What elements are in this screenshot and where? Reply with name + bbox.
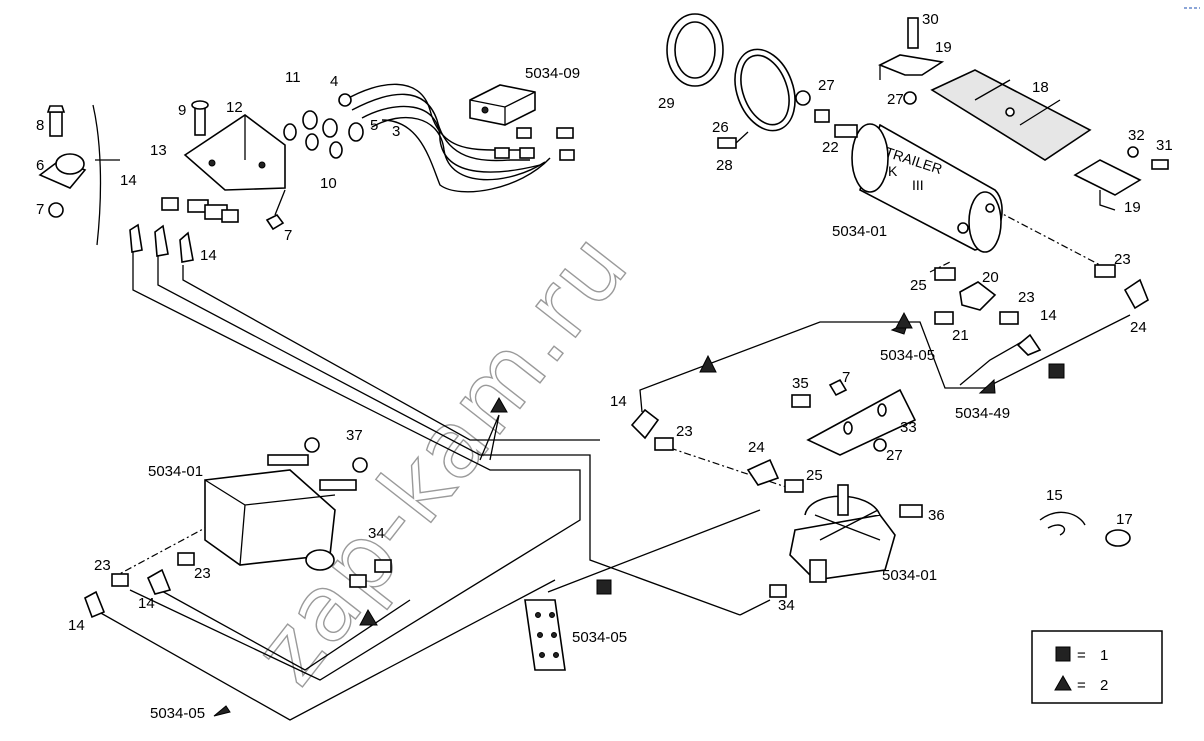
ref-label: 5034-01 — [882, 567, 937, 584]
part-label: 24 — [748, 439, 765, 456]
valve-5034-01-left — [84, 437, 392, 619]
part-label: 31 — [1156, 137, 1173, 154]
part-label: 27 — [886, 447, 903, 464]
part-label: 19 — [1124, 199, 1141, 216]
misc-parts — [1039, 511, 1131, 547]
pipe-routes — [98, 209, 1131, 721]
part-label: 14 — [120, 172, 137, 189]
part-label: 34 — [368, 525, 385, 542]
plate-5034-05 — [524, 599, 566, 671]
triangle-marker — [895, 311, 913, 329]
part-label: 18 — [1032, 79, 1049, 96]
part-label: 14 — [1040, 307, 1057, 324]
triangle-marker — [359, 608, 378, 626]
right-fittings-group — [630, 264, 1149, 493]
part-label: 9 — [178, 102, 186, 119]
square-marker — [596, 579, 612, 595]
legend-box — [1031, 630, 1163, 704]
ref-label: 5034-49 — [955, 405, 1010, 422]
part-label: 26 — [712, 119, 729, 136]
part-label: 21 — [952, 327, 969, 344]
part-label: 23 — [94, 557, 111, 574]
tank-label-line2: K — [888, 163, 898, 179]
part-label: 23 — [194, 565, 211, 582]
left-bracket-group — [38, 100, 286, 263]
part-label: 10 — [320, 175, 337, 192]
part-label: 4 — [330, 73, 338, 90]
part-label: 14 — [200, 247, 217, 264]
part-label: 23 — [676, 423, 693, 440]
part-label: 7 — [842, 369, 850, 386]
part-label: 14 — [610, 393, 627, 410]
part-label: 12 — [226, 99, 243, 116]
triangle-marker — [699, 354, 717, 373]
part-label: 14 — [138, 595, 155, 612]
ref-label: 5034-09 — [525, 65, 580, 82]
legend-triangle-icon — [1054, 674, 1072, 691]
part-label: 3 — [392, 123, 400, 140]
part-label: 8 — [36, 117, 44, 134]
part-label: 30 — [922, 11, 939, 28]
part-label: 15 — [1046, 487, 1063, 504]
ref-label: 5034-05 — [150, 705, 205, 722]
route-markers — [359, 311, 1065, 626]
part-label: 11 — [285, 69, 301, 86]
tank-label-line3: III — [912, 177, 924, 193]
part-label: 27 — [887, 91, 904, 108]
part-label: 17 — [1116, 511, 1133, 528]
tank-group: TRAILER K III — [666, 13, 1169, 253]
legend-square-value: 1 — [1100, 647, 1108, 664]
part-label: 20 — [982, 269, 999, 286]
part-label: 28 — [716, 157, 733, 174]
part-label: 7 — [36, 201, 44, 218]
ref-label: 5034-05 — [880, 347, 935, 364]
ref-label: 5034-05 — [572, 629, 627, 646]
part-label: 29 — [658, 95, 675, 112]
legend-square-icon — [1055, 646, 1071, 662]
part-label: 14 — [68, 617, 85, 634]
part-label: 32 — [1128, 127, 1145, 144]
legend-triangle-value: 2 — [1100, 677, 1108, 694]
part-label: 25 — [910, 277, 927, 294]
part-label: 34 — [778, 597, 795, 614]
legend: = 1 = 2 — [1031, 630, 1163, 704]
part-labels: 8 6 7 9 12 13 14 14 7 11 4 5 3 10 5034-0… — [36, 11, 1173, 722]
part-label: 23 — [1018, 289, 1035, 306]
part-label: 37 — [346, 427, 363, 444]
part-label: 13 — [150, 142, 167, 159]
valve-5034-01-right — [769, 484, 923, 598]
part-label: 23 — [1114, 251, 1131, 268]
square-marker — [1048, 363, 1065, 379]
legend-equals: = — [1077, 677, 1086, 694]
legend-equals: = — [1077, 647, 1086, 664]
ref-label: 5034-01 — [832, 223, 887, 240]
part-label: 22 — [822, 139, 839, 156]
part-label: 35 — [792, 375, 809, 392]
part-label: 6 — [36, 157, 44, 174]
part-label: 25 — [806, 467, 823, 484]
part-label: 24 — [1130, 319, 1147, 336]
part-label: 36 — [928, 507, 945, 524]
part-label: 5 — [370, 117, 378, 134]
part-label: 19 — [935, 39, 952, 56]
part-label: 33 — [900, 419, 917, 436]
part-label: 7 — [284, 227, 292, 244]
triangle-marker — [490, 396, 508, 413]
part-label: 27 — [818, 77, 835, 94]
pipe-bundle-group — [283, 83, 575, 193]
ref-label: 5034-01 — [148, 463, 203, 480]
